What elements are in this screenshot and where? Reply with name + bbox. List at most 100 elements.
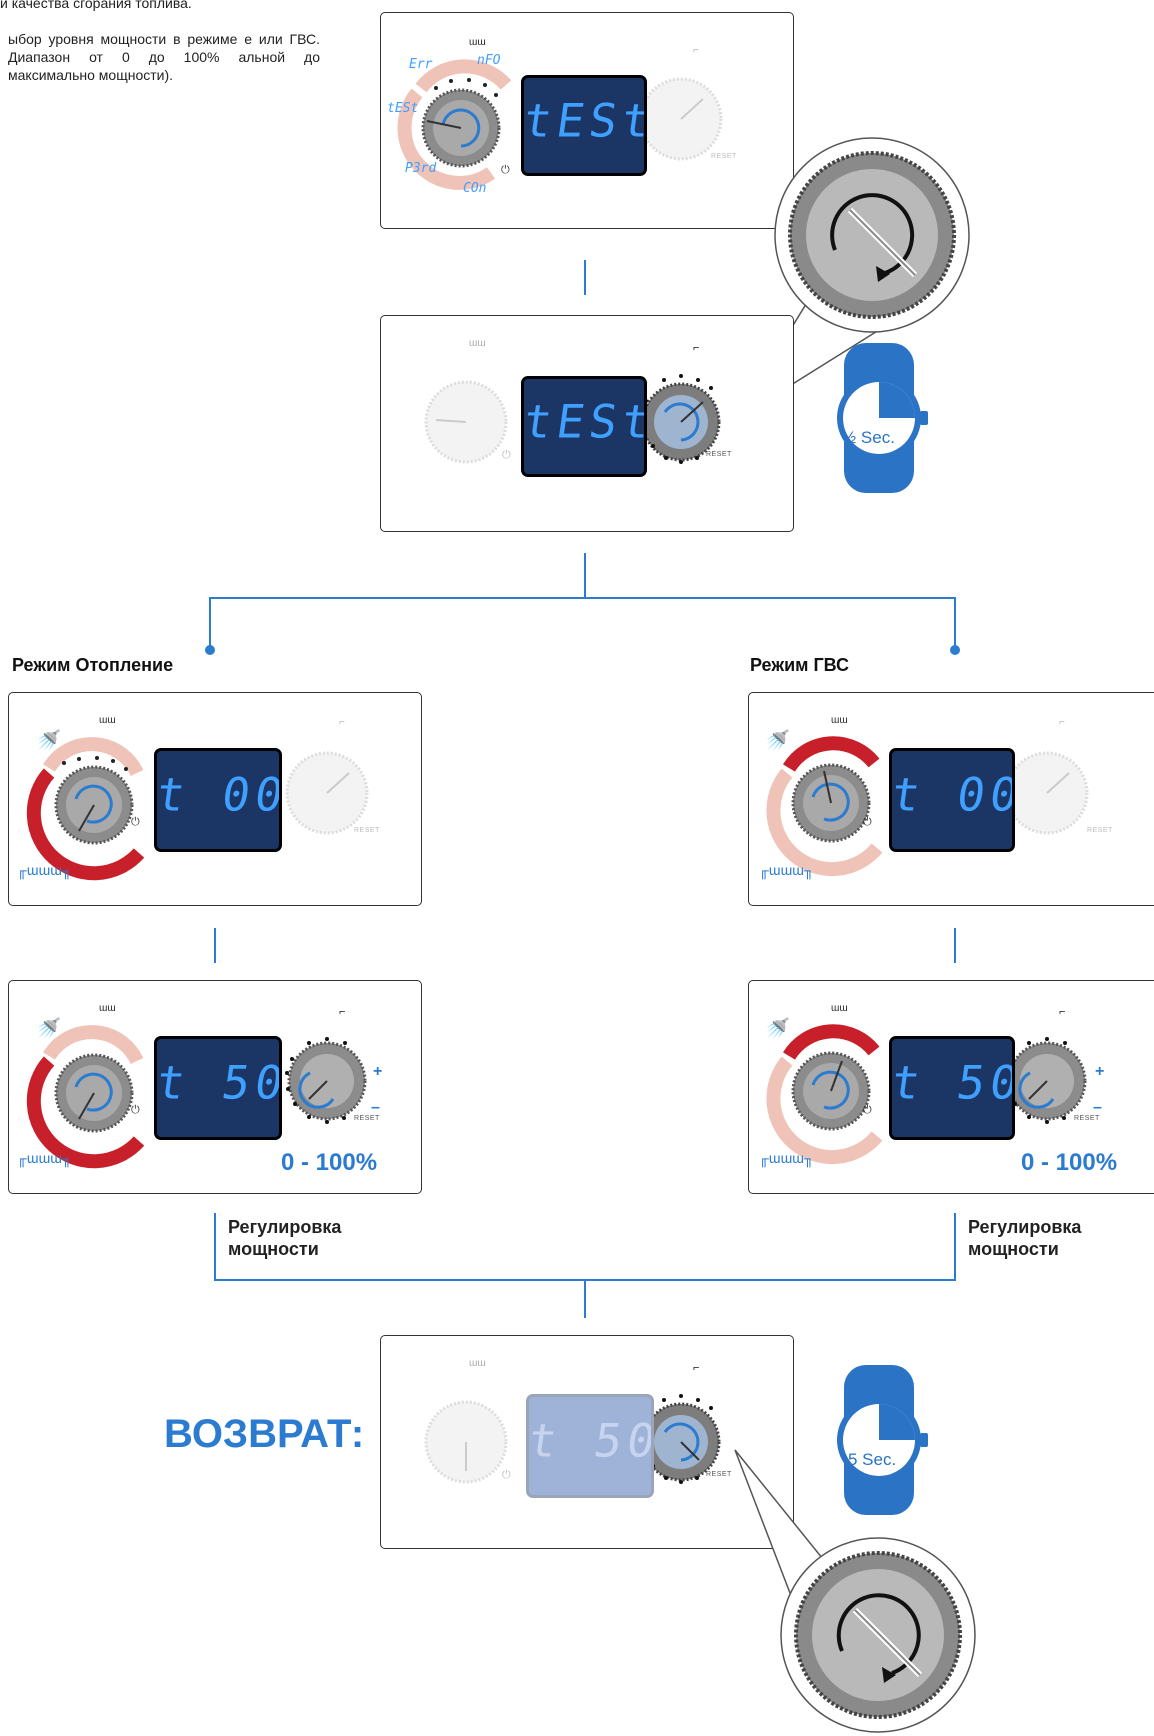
right-knob <box>641 382 721 462</box>
display-test-2-text: tESt <box>521 394 647 449</box>
tap-icon: 🚿 <box>765 728 790 752</box>
timer-half-label: ½ Sec. <box>842 428 895 447</box>
display-dhw-mode: t 00 <box>889 748 1015 852</box>
display-dhw-adjust: t 50 <box>889 1036 1015 1140</box>
display-dhw-mode-text: t 00 <box>889 767 1015 822</box>
label-info: nFO <box>477 53 501 68</box>
right-knob <box>641 1402 721 1482</box>
dhw-range: 0 - 100% <box>1021 1149 1118 1176</box>
radiator-small-icon: ɯɯ <box>99 1003 116 1014</box>
tap-icon: 🚿 <box>36 1016 61 1040</box>
magnifier-rotate-right <box>734 137 970 421</box>
return-label: ВОЗВРАТ: <box>164 1412 365 1456</box>
display-test-text: tESt <box>521 93 647 148</box>
dhw-adjust-caption-1: Регулировка <box>968 1217 1082 1237</box>
reset-label-h1: RESET <box>354 827 380 834</box>
display-test: tESt <box>521 75 647 176</box>
left-knob <box>54 765 134 845</box>
rotate-clockwise-icon <box>830 193 915 275</box>
panel-dhw-mode: 🚿 ɯɯ ⏻ ╓ɯɯɯ╖ ⌐ t 00 RESET <box>748 692 1154 906</box>
minus-sign: – <box>371 1099 380 1116</box>
intro-line-2: ыбор уровня мощности в режиме е или ГВС.… <box>8 31 320 83</box>
timer-five-label: 5 Sec. <box>848 1450 897 1469</box>
panel-test-menu: ɯɯ ⏻ ⌐ Err nFO tESt P3rd COn tESt RESET <box>380 12 794 229</box>
rotate-clockwise-icon <box>836 1593 921 1675</box>
radiator-small-icon: ɯɯ <box>469 1358 486 1369</box>
tap-small-icon: ⌐ <box>693 45 699 56</box>
dhw-adjust-caption: Регулировка мощности <box>968 1216 1081 1260</box>
minus-sign: – <box>1093 1099 1102 1116</box>
reset-label-r: RESET <box>706 1471 732 1478</box>
reset-label-d1: RESET <box>1087 827 1113 834</box>
power-icon: ⏻ <box>502 1469 511 1481</box>
reset-label-2: RESET <box>706 451 732 458</box>
intro-line-1: и качества сгорания топлива. <box>0 0 192 11</box>
left-knob <box>791 1051 871 1131</box>
right-knob <box>1007 1041 1087 1121</box>
radiator-icon: ╓ɯɯɯ╖ <box>759 862 814 880</box>
left-knob <box>54 1053 134 1133</box>
heating-adjust-caption-1: Регулировка <box>228 1217 342 1237</box>
tap-small-icon: ⌐ <box>693 1362 699 1374</box>
tap-small-icon: ⌐ <box>693 342 699 354</box>
plus-sign: + <box>1095 1063 1105 1080</box>
right-knob-faded <box>639 77 723 161</box>
panel-heating-adjust: 🚿 ɯɯ ⏻ ╓ɯɯɯ╖ ⌐ + – t 50 RESET 0 - 100% <box>8 980 422 1194</box>
display-return: t 50 <box>526 1394 654 1498</box>
label-test: tESt <box>387 101 419 116</box>
radiator-icon: ╓ɯɯɯ╖ <box>759 1150 814 1168</box>
left-knob <box>791 763 871 843</box>
power-icon: ⏻ <box>501 164 510 176</box>
intro-text: и качества сгорания топлива. ыбор уровня… <box>0 0 320 102</box>
radiator-small-icon: ɯɯ <box>831 1003 848 1014</box>
display-heating-mode: t 00 <box>154 748 282 852</box>
radiator-icon: ╓ɯɯɯ╖ <box>17 1150 72 1168</box>
dhw-mode-title: Режим ГВС <box>750 655 849 675</box>
right-knob-faded <box>1005 751 1089 835</box>
display-dhw-adjust-text: t 50 <box>889 1055 1015 1110</box>
connector-branch <box>209 597 956 648</box>
tap-small-icon: ⌐ <box>339 717 345 728</box>
tap-small-icon: ⌐ <box>339 1006 345 1018</box>
power-icon: ⏻ <box>863 816 872 828</box>
panel-dhw-adjust: 🚿 ɯɯ ⏻ ╓ɯɯɯ╖ ⌐ + – t 50 RESET 0 - 100% <box>748 980 1154 1194</box>
radiator-small-icon: ɯɯ <box>469 37 486 48</box>
display-test-2: tESt <box>521 376 647 477</box>
heating-mode-title: Режим Отопление <box>12 655 174 675</box>
branch-dot-dhw <box>950 645 960 655</box>
timer-five-seconds <box>837 1365 928 1515</box>
left-knob-faded <box>424 380 508 464</box>
display-heating-adjust-text: t 50 <box>154 1055 282 1110</box>
tap-icon: 🚿 <box>36 728 61 752</box>
panel-heating-mode: 🚿 ɯɯ ⏻ ╓ɯɯɯ╖ ⌐ t 00 RESET <box>8 692 422 906</box>
power-icon: ⏻ <box>131 816 140 828</box>
plus-sign: + <box>373 1063 383 1080</box>
left-knob <box>421 88 501 168</box>
radiator-icon: ╓ɯɯɯ╖ <box>17 862 72 880</box>
panel-test-confirm: ɯɯ ⌐ ⏻ tESt RESET <box>380 315 794 532</box>
tap-small-icon: ⌐ <box>1059 1006 1065 1018</box>
tap-icon: 🚿 <box>765 1016 790 1040</box>
branch-dot-heating <box>205 645 215 655</box>
radiator-small-icon: ɯɯ <box>831 715 848 726</box>
radiator-small-icon: ɯɯ <box>99 715 116 726</box>
reset-label-h2: RESET <box>354 1115 380 1122</box>
right-knob <box>287 1041 367 1121</box>
right-knob-faded <box>285 751 369 835</box>
display-heating-mode-text: t 00 <box>154 767 282 822</box>
display-heating-adjust: t 50 <box>154 1036 282 1140</box>
power-icon: ⏻ <box>502 449 511 461</box>
panel-return: ɯɯ ⏻ ⌐ t 50 RESET <box>380 1335 794 1549</box>
label-err: Err <box>409 57 433 72</box>
magnifier-rotate-right-2 <box>734 1449 976 1733</box>
reset-label: RESET <box>711 153 737 160</box>
display-return-text: t 50 <box>526 1413 654 1468</box>
heating-adjust-caption: Регулировка мощности <box>228 1216 341 1260</box>
power-icon: ⏻ <box>863 1104 872 1116</box>
label-pard: P3rd <box>405 161 437 176</box>
tap-small-icon: ⌐ <box>1059 717 1065 728</box>
heating-adjust-caption-2: мощности <box>228 1239 319 1259</box>
left-knob-faded <box>424 1400 508 1484</box>
label-con: COn <box>463 181 487 196</box>
